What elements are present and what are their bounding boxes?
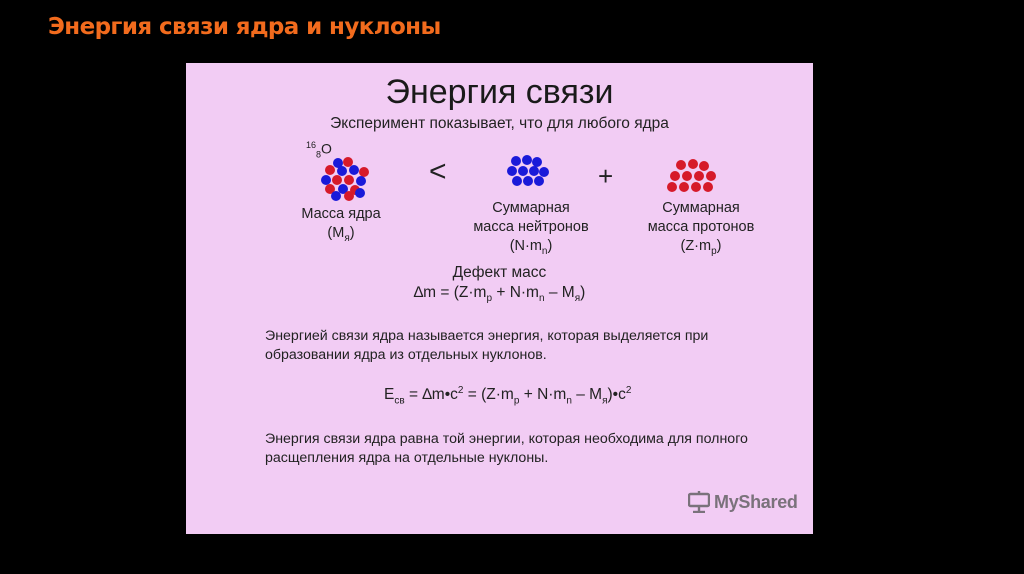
presentation-board-icon [688, 491, 710, 513]
equality-text: Энергия связи ядра равна той энергии, ко… [265, 431, 748, 466]
mass-defect-title: Дефект масс [452, 264, 547, 281]
nucleus-symbol: 168O [306, 140, 332, 160]
plus-sign: + [598, 161, 614, 191]
nucleus-image [321, 157, 369, 201]
logo-text: MyShared [714, 491, 798, 512]
slide: Энергия связи Эксперимент показывает, чт… [186, 63, 813, 534]
mass-defect: Дефект масс ∆m = (Z·mp + N·mn – Mя) [186, 263, 813, 309]
less-than-sign: < [429, 155, 447, 188]
mass-defect-formula: ∆m = (Z·mp + N·mn – Mя) [413, 284, 586, 305]
myshared-logo[interactable]: MyShared [688, 491, 798, 513]
slide-title: Энергия связи [385, 73, 614, 111]
neutrons-caption: Суммарная масса нейтронов (N·mn) [473, 200, 589, 257]
nucleus-caption: Масса ядра (Mя) [301, 206, 381, 244]
intro-text: Эксперимент показывает, что для любого я… [330, 115, 669, 132]
page-title: Энергия связи ядра и нуклоны [48, 14, 441, 40]
neutrons-image [507, 155, 549, 186]
protons-caption: Суммарная масса протонов (Z·mp) [647, 200, 755, 257]
binding-energy-formula: Eсв = ∆m•c2 = (Z·mp + N·mn – Mя)•c2 [384, 385, 632, 407]
protons-image [667, 159, 716, 192]
definition-text: Энергией связи ядра называется энергия, … [265, 328, 709, 363]
